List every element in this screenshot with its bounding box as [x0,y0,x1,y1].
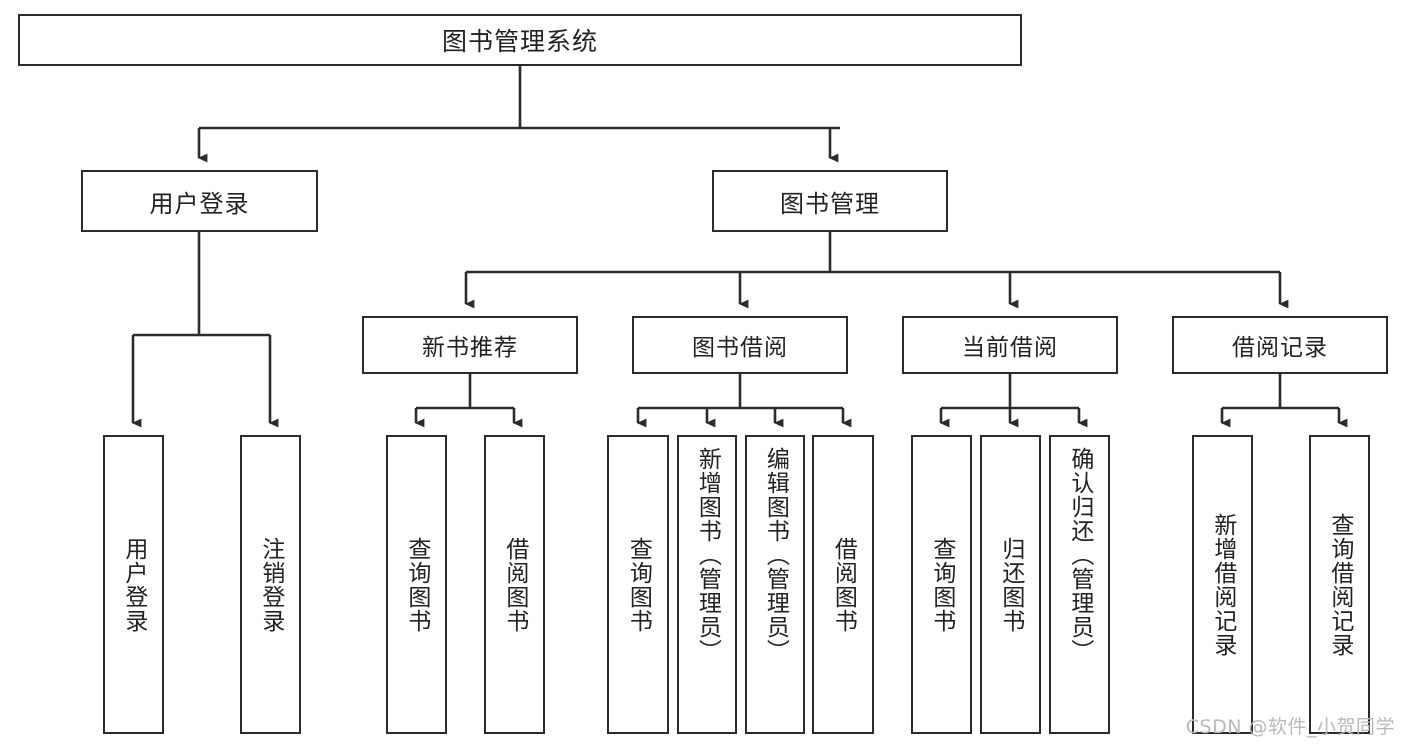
leaf-logout[interactable]: 注销登录 [240,435,301,734]
leaf-borrow-book-recommend[interactable]: 借阅图书 [484,435,545,734]
leaf-user-login-label: 用户登录 [120,536,147,633]
leaf-user-login[interactable]: 用户登录 [103,435,164,734]
node-user-login-label: 用户登录 [149,189,250,218]
node-book-management[interactable]: 图书管理 [712,170,948,232]
leaf-borrow-book-recommend-label: 借阅图书 [501,536,528,633]
watermark: CSDN @软件_小贺同学 [1185,716,1395,738]
leaf-logout-label: 注销登录 [257,536,284,633]
node-current-borrow-label: 当前借阅 [962,335,1058,361]
node-book-management-label: 图书管理 [780,189,880,218]
leaf-add-borrow-record-label: 新增借阅记录 [1209,512,1236,657]
leaf-query-book-recommend[interactable]: 查询图书 [386,435,447,734]
leaf-return-book[interactable]: 归还图书 [980,435,1041,734]
node-user-login[interactable]: 用户登录 [81,170,318,232]
leaf-edit-book-admin-label: 编辑图书（管理员） [762,447,789,663]
node-new-book-recommend-label: 新书推荐 [422,335,518,361]
leaf-edit-book-admin[interactable]: 编辑图书（管理员） [745,435,805,734]
node-root-label: 图书管理系统 [441,27,598,56]
leaf-confirm-return-admin[interactable]: 确认归还（管理员） [1049,435,1110,734]
leaf-query-borrow-record-label: 查询借阅记录 [1326,512,1353,657]
leaf-return-book-label: 归还图书 [997,536,1024,633]
node-current-borrow[interactable]: 当前借阅 [902,316,1118,374]
node-borrow-records-label: 借阅记录 [1232,335,1328,361]
node-new-book-recommend[interactable]: 新书推荐 [362,316,578,374]
leaf-add-book-admin[interactable]: 新增图书（管理员） [677,435,737,734]
leaf-query-book-borrow[interactable]: 查询图书 [607,435,669,734]
leaf-add-book-admin-label: 新增图书（管理员） [694,447,721,663]
leaf-query-book-recommend-label: 查询图书 [403,536,430,633]
leaf-borrow-book-label: 借阅图书 [830,536,857,633]
leaf-add-borrow-record[interactable]: 新增借阅记录 [1192,435,1253,734]
leaf-query-book-current-label: 查询图书 [928,536,955,633]
node-borrow-records[interactable]: 借阅记录 [1172,316,1388,374]
node-book-borrow-label: 图书借阅 [692,335,788,361]
node-book-borrow[interactable]: 图书借阅 [632,316,848,374]
leaf-confirm-return-admin-label: 确认归还（管理员） [1066,447,1093,663]
leaf-query-borrow-record[interactable]: 查询借阅记录 [1309,435,1370,734]
leaf-query-book-borrow-label: 查询图书 [625,536,652,633]
node-root[interactable]: 图书管理系统 [18,14,1022,66]
leaf-query-book-current[interactable]: 查询图书 [911,435,972,734]
leaf-borrow-book[interactable]: 借阅图书 [812,435,874,734]
